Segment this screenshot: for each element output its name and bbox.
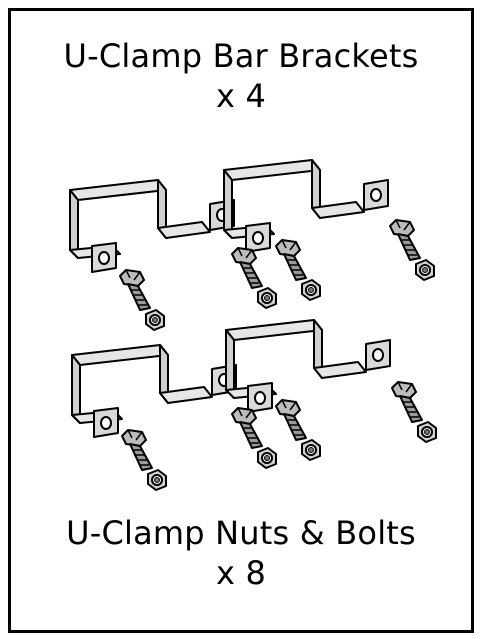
bolt-2: [231, 247, 277, 309]
bolt-4: [389, 219, 435, 281]
bolt-3: [275, 239, 321, 301]
brackets-title: U-Clamp Bar Brackets: [63, 37, 419, 75]
bolt-7: [275, 399, 321, 461]
hardware-title: U-Clamp Nuts & Bolts: [66, 514, 416, 552]
bracket-bottom-left: [71, 344, 237, 438]
bracket-top-right: [223, 159, 389, 253]
bolt-8: [391, 381, 437, 443]
bracket-top-left: [69, 179, 235, 273]
hardware-quantity: x 8: [215, 554, 267, 592]
bolt-6: [231, 407, 277, 469]
bolt-5: [121, 429, 167, 491]
bracket-bottom-right: [225, 319, 391, 413]
brackets-quantity: x 4: [215, 77, 267, 115]
parts-panel: U-Clamp Bar Brackets x 4 U-Clamp Nuts & …: [8, 8, 474, 633]
bolt-1: [119, 269, 165, 331]
